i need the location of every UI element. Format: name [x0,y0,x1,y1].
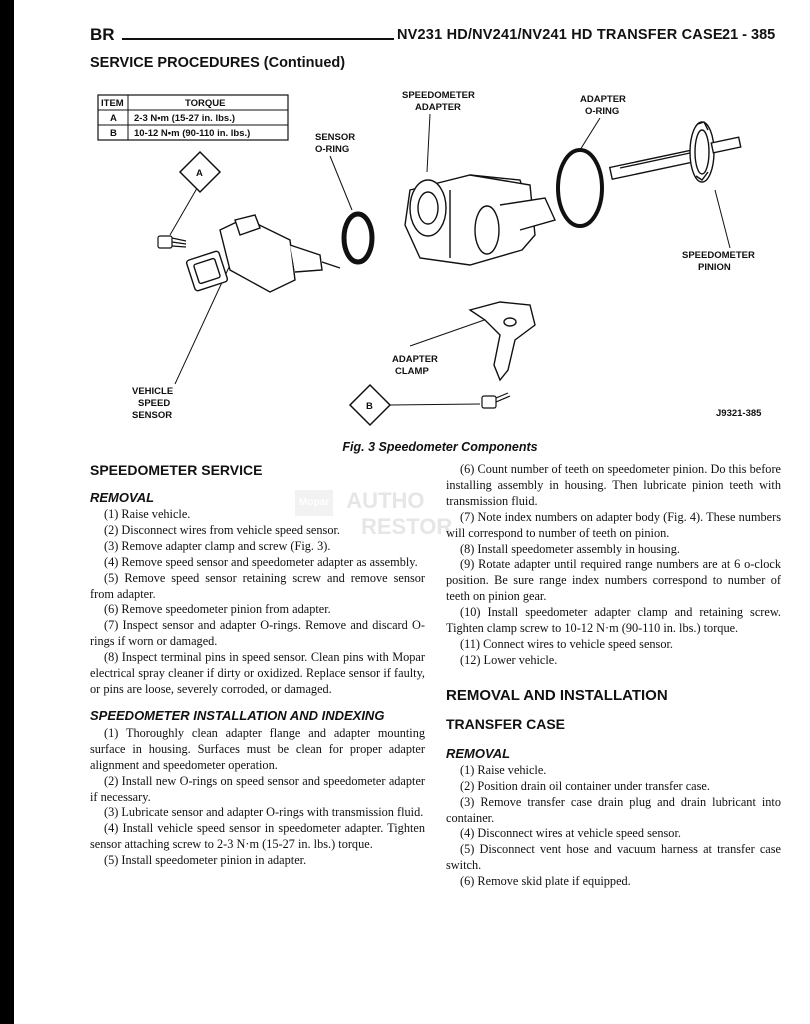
install-step: (11) Connect wires to vehicle speed sens… [460,636,673,651]
header-rule [122,38,394,40]
install-step: (5) Install speedometer pinion in adapte… [104,853,307,868]
installation-heading: SPEEDOMETER INSTALLATION AND INDEXING [90,707,385,723]
label-speedometer-pinion-1: SPEEDOMETER [682,250,755,261]
install-step: (3) Lubricate sensor and adapter O-rings… [104,805,424,820]
install-step: (2) Install new O-rings on speed sensor … [90,773,425,804]
transfer-case-removal-step: (4) Disconnect wires at vehicle speed se… [460,826,681,841]
label-adapter-oring-1: ADAPTER [580,94,626,105]
removal-step: (5) Remove speed sensor retaining screw … [90,570,425,601]
sensor-screw [157,235,187,249]
label-speedometer-adapter-2: ADAPTER [415,102,461,113]
label-vss-2: SPEED [138,398,170,409]
removal-step: (4) Remove speed sensor and speedometer … [104,554,418,569]
removal-step: (6) Remove speedometer pinion from adapt… [104,602,331,617]
install-step: (9) Rotate adapter until required range … [446,557,781,604]
svg-text:B: B [366,401,373,412]
svg-text:A: A [196,168,203,179]
table-cell-b-torque: 10-12 N•m (90-110 in. lbs.) [134,128,250,139]
label-vss-1: VEHICLE [132,386,173,397]
transfer-case-removal-heading: REMOVAL [446,745,511,761]
torque-table: ITEM TORQUE A 2-3 N•m (15-27 in. lbs.) B… [97,94,289,141]
adapter-o-ring [556,148,604,228]
section-title: SERVICE PROCEDURES (Continued) [90,55,346,71]
install-step: (7) Note index numbers on adapter body (… [446,509,781,540]
header-model-code: BR [90,25,115,44]
table-cell-a-torque: 2-3 N•m (15-27 in. lbs.) [134,113,235,124]
install-step: (8) Install speedometer assembly in hous… [460,541,680,556]
transfer-case-heading: TRANSFER CASE [446,715,566,732]
removal-and-installation-heading: REMOVAL AND INSTALLATION [446,686,668,704]
transfer-case-removal-step: (6) Remove skid plate if equipped. [460,874,631,889]
removal-step: (2) Disconnect wires from vehicle speed … [104,522,340,537]
label-speedometer-adapter-1: SPEEDOMETER [402,90,475,101]
transfer-case-removal-step: (1) Raise vehicle. [460,762,547,777]
left-black-border [0,0,14,1024]
label-adapter-clamp-2: CLAMP [395,366,429,377]
sensor-o-ring [341,211,375,265]
removal-step: (8) Inspect terminal pins in speed senso… [90,650,425,696]
vehicle-speed-sensor [185,214,341,293]
speedometer-pinion [608,121,742,183]
table-cell-b-item: B [110,128,117,139]
removal-heading: REMOVAL [90,490,155,505]
table-header-torque: TORQUE [185,98,225,109]
figure-caption: Fig. 3 Speedometer Components [342,440,538,454]
callout-b: B [348,383,392,427]
install-step: (4) Install vehicle speed sensor in spee… [90,821,425,852]
figure-code: J9321-385 [716,408,762,419]
label-adapter-oring-2: O-RING [585,106,619,117]
label-adapter-clamp-1: ADAPTER [392,354,438,365]
transfer-case-removal-step: (2) Position drain oil container under t… [460,778,710,793]
label-sensor-oring-2: O-RING [315,144,349,155]
label-sensor-oring-1: SENSOR [315,132,355,143]
left-column: SPEEDOMETER SERVICE REMOVAL (1) Raise ve… [90,462,425,869]
table-header-item: ITEM [101,98,124,109]
install-step: (12) Lower vehicle. [460,652,558,667]
header-title: NV231 HD/NV241/NV241 HD TRANSFER CASE [397,27,723,43]
install-step: (1) Thoroughly clean adapter flange and … [90,725,425,772]
speedometer-adapter [404,174,556,266]
install-step: (6) Count number of teeth on speedometer… [446,462,781,508]
label-vss-3: SENSOR [132,410,172,421]
removal-step: (3) Remove adapter clamp and screw (Fig.… [104,538,331,553]
adapter-clamp [468,301,536,382]
transfer-case-removal-step: (5) Disconnect vent hose and vacuum harn… [446,842,781,873]
clamp-screw [481,392,511,409]
transfer-case-removal-step: (3) Remove transfer case drain plug and … [446,794,781,825]
right-column: (6) Count number of teeth on speedometer… [446,462,781,890]
install-step: (10) Install speedometer adapter clamp a… [446,605,781,636]
callout-a: A [178,150,222,194]
table-cell-a-item: A [110,113,117,124]
speedometer-service-heading: SPEEDOMETER SERVICE [90,462,263,478]
header-page-number: 21 - 385 [722,27,776,43]
removal-step: (7) Inspect sensor and adapter O-rings. … [90,618,425,649]
label-speedometer-pinion-2: PINION [698,262,731,273]
speedometer-components-figure: ITEM TORQUE A 2-3 N•m (15-27 in. lbs.) B… [97,90,762,427]
removal-step: (1) Raise vehicle. [104,507,191,521]
